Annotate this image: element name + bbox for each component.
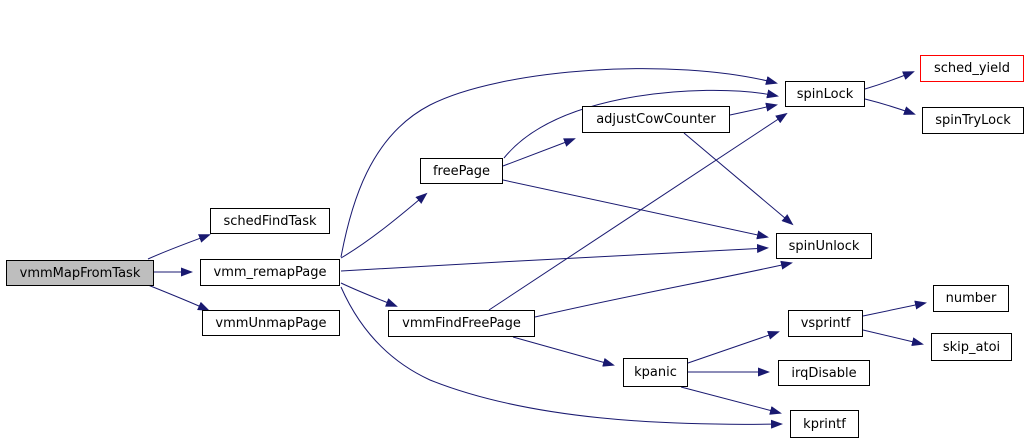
edge-vsprintf-to-number	[862, 300, 927, 317]
edge-spinLock-to-spinTryLock	[864, 98, 916, 115]
node-label: spinLock	[796, 86, 854, 102]
node-irqDisable[interactable]: irqDisable	[778, 360, 870, 386]
edge-vmmFindFreePage-to-spinUnlock	[534, 260, 793, 318]
edge-freePage-to-adjustCowCounter	[502, 138, 576, 167]
edge-vmmMapFromTask-to-schedFindTask	[147, 234, 211, 260]
node-vmmMapFromTask[interactable]: vmmMapFromTask	[6, 260, 154, 286]
edge-vmm_remapPage-to-spinUnlock	[340, 243, 769, 272]
edge-freePage-to-spinUnlock	[502, 179, 769, 240]
node-label: vmm_remapPage	[213, 265, 327, 280]
node-vmm_remapPage[interactable]: vmm_remapPage	[200, 259, 340, 286]
node-label: skip_atoi	[942, 339, 1001, 355]
node-label: sched_yield	[933, 61, 1011, 76]
node-sched_yield[interactable]: sched_yield	[920, 55, 1024, 82]
edge-vmmMapFromTask-to-vmmUnmapPage	[147, 284, 210, 311]
node-label: number	[945, 291, 997, 306]
edge-vsprintf-to-skip_atoi	[862, 329, 924, 347]
edge-kpanic-to-vsprintf	[687, 331, 780, 364]
node-label: vsprintf	[800, 316, 851, 331]
node-number[interactable]: number	[933, 285, 1009, 312]
node-kpanic[interactable]: kpanic	[623, 358, 688, 387]
node-adjustCowCounter[interactable]: adjustCowCounter	[582, 106, 730, 133]
edge-vmmFindFreePage-to-spinLock	[488, 112, 788, 311]
node-label: spinTryLock	[935, 113, 1011, 128]
node-skip_atoi[interactable]: skip_atoi	[931, 333, 1012, 361]
edge-vmm_remapPage-to-spinLock	[340, 68, 778, 258]
node-label: kprintf	[803, 416, 846, 432]
node-spinUnlock[interactable]: spinUnlock	[776, 233, 872, 259]
node-label: irqDisable	[791, 365, 857, 381]
node-vsprintf[interactable]: vsprintf	[788, 310, 863, 337]
edge-vmm_remapPage-to-freePage	[340, 192, 428, 259]
edge-kpanic-to-kprintf	[680, 386, 782, 415]
node-label: schedFindTask	[223, 213, 317, 229]
edge-adjustCowCounter-to-spinLock	[729, 102, 778, 116]
node-label: vmmMapFromTask	[19, 265, 141, 281]
edge-adjustCowCounter-to-spinUnlock	[683, 132, 794, 226]
node-vmmUnmapPage[interactable]: vmmUnmapPage	[202, 310, 340, 336]
edge-spinLock-to-sched_yield	[864, 71, 915, 90]
node-label: vmmUnmapPage	[215, 315, 327, 331]
node-label: spinUnlock	[788, 238, 860, 254]
edge-vmmFindFreePage-to-kpanic	[512, 336, 615, 367]
node-spinTryLock[interactable]: spinTryLock	[922, 107, 1024, 134]
node-label: adjustCowCounter	[596, 112, 716, 127]
node-freePage[interactable]: freePage	[420, 158, 503, 184]
node-schedFindTask[interactable]: schedFindTask	[210, 208, 330, 234]
node-spinLock[interactable]: spinLock	[785, 81, 865, 107]
node-vmmFindFreePage[interactable]: vmmFindFreePage	[388, 310, 535, 337]
node-label: kpanic	[634, 365, 677, 380]
node-kprintf[interactable]: kprintf	[790, 410, 859, 438]
node-label: freePage	[432, 163, 491, 179]
node-label: vmmFindFreePage	[402, 316, 521, 331]
edge-vmm_remapPage-to-kprintf	[340, 286, 783, 429]
edge-vmm_remapPage-to-vmmFindFreePage	[340, 282, 398, 307]
